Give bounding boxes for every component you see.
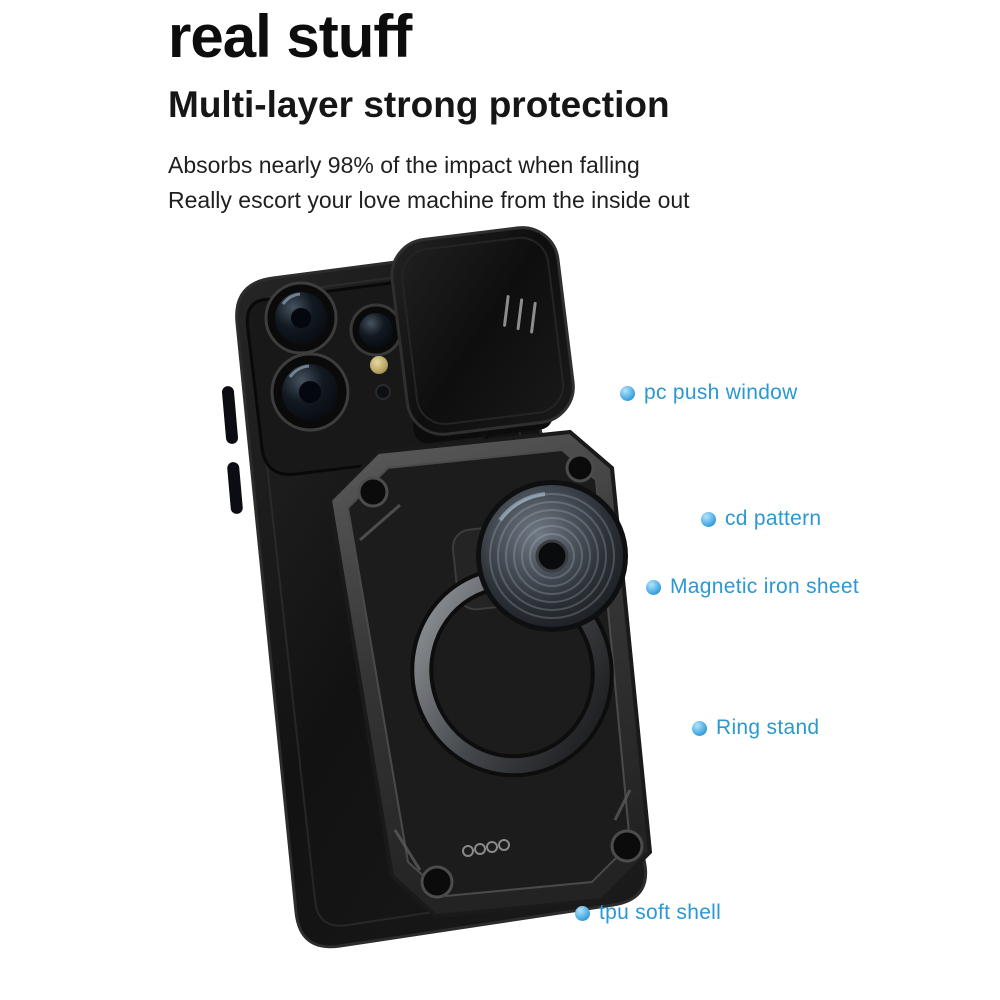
callout-tpu-soft-shell: tpu soft shell <box>575 901 721 925</box>
callout-label: Magnetic iron sheet <box>670 575 859 598</box>
callout-cd-pattern: cd pattern <box>701 507 821 531</box>
description-line-2: Really escort your love machine from the… <box>168 186 690 213</box>
marker-dot-icon <box>646 579 661 595</box>
callout-ring-stand: Ring stand <box>692 716 819 740</box>
callout-pc-push-window: pc push window <box>620 381 798 405</box>
description-line-1: Absorbs nearly 98% of the impact when fa… <box>168 152 640 178</box>
callout-magnetic-iron-sheet: Magnetic iron sheet <box>646 575 859 599</box>
description-text: Absorbs nearly 98% of the impact when fa… <box>168 148 690 218</box>
callout-label: tpu soft shell <box>599 901 722 924</box>
ring-stand <box>410 480 628 778</box>
callout-label: Ring stand <box>716 716 820 739</box>
page-title: real stuff <box>168 3 412 70</box>
marker-dot-icon <box>701 511 716 527</box>
marker-dot-icon <box>692 720 707 736</box>
callout-label: pc push window <box>644 381 798 404</box>
marker-dot-icon <box>620 385 635 401</box>
marker-dot-icon <box>575 905 590 921</box>
page-subtitle: Multi-layer strong protection <box>168 84 670 125</box>
callout-label: cd pattern <box>725 507 822 530</box>
slide-camera-cover <box>390 226 575 444</box>
